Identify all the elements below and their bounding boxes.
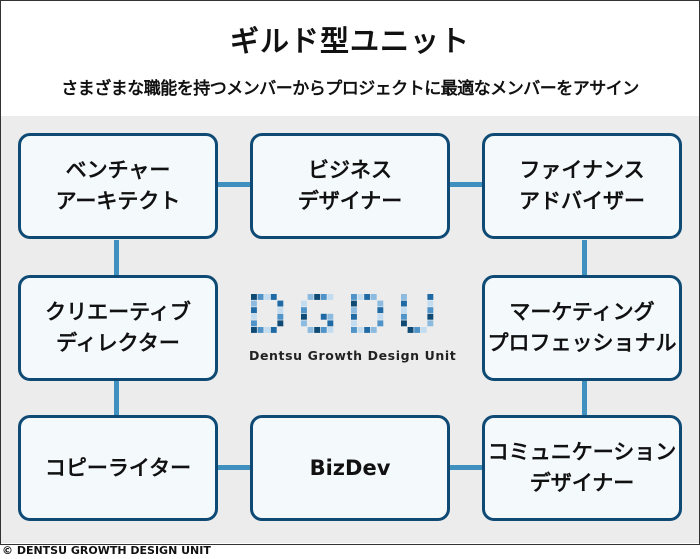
logo-tile: [327, 327, 334, 333]
logo-tile: [351, 320, 357, 327]
connector: [114, 240, 119, 276]
logo-tile: [301, 300, 307, 307]
logo-tile: [427, 307, 434, 314]
role-label: ベンチャーアーキテクト: [55, 158, 181, 213]
logo-tile: [320, 313, 327, 320]
logo-tile: [420, 327, 427, 333]
logo-tile: [270, 294, 277, 300]
role-box-venture-architect: ベンチャーアーキテクト: [18, 133, 218, 239]
diagram-title: ギルド型ユニット: [229, 24, 470, 58]
logo-tile: [370, 294, 377, 300]
role-box-business-designer: ビジネスデザイナー: [250, 133, 450, 239]
logo-tile: [357, 294, 364, 300]
logo-tile: [251, 294, 257, 300]
logo-tile: [427, 320, 434, 327]
logo-tile: [364, 294, 371, 300]
logo-tile: [257, 294, 264, 300]
logo-tile: [251, 320, 257, 327]
role-box-copywriter: コピーライター: [18, 415, 218, 521]
logo-tile: [251, 313, 257, 320]
logo-tile: [377, 313, 384, 320]
connector: [217, 465, 251, 470]
role-box-communication-designer: コミュニケーションデザイナー: [482, 415, 682, 521]
role-label: ファイナンスアドバイザー: [519, 158, 645, 213]
logo-tile: [401, 294, 407, 300]
logo-tile: [257, 327, 264, 333]
logo-tile: [351, 307, 357, 314]
logo-tile: [364, 327, 371, 333]
connector: [114, 380, 119, 416]
logo-tile: [351, 294, 357, 300]
logo-tile: [414, 327, 421, 333]
logo-tile: [401, 313, 407, 320]
logo-tile: [407, 327, 414, 333]
logo-tile: [301, 320, 307, 327]
logo-tile: [401, 307, 407, 314]
logo-tile: [277, 313, 284, 320]
logo-tile: [314, 294, 321, 300]
logo-tile: [427, 300, 434, 307]
logo-tile: [370, 327, 377, 333]
logo-tile: [264, 294, 271, 300]
logo-tile: [351, 327, 357, 333]
logo-tile: [377, 300, 384, 307]
logo-tile: [351, 313, 357, 320]
role-label: コミュニケーションデザイナー: [487, 440, 677, 495]
logo-tile: [377, 320, 384, 327]
role-box-marketing-professional: マーケティングプロフェッショナル: [482, 275, 682, 381]
role-box-creative-director: クリエーティブディレクター: [18, 275, 218, 381]
diagram-subtitle: さまざまな職能を持つメンバーからプロジェクトに最適なメンバーをアサイン: [61, 79, 639, 99]
logo-tile: [327, 320, 334, 327]
copyright-notice: © DENTSU GROWTH DESIGN UNIT: [2, 544, 211, 557]
logo-tile: [327, 313, 334, 320]
role-box-finance-advisor: ファイナンスアドバイザー: [482, 133, 682, 239]
logo-tile: [301, 307, 307, 314]
logo-tile: [401, 300, 407, 307]
connector: [217, 182, 251, 187]
connector: [449, 182, 483, 187]
logo-tile: [377, 307, 384, 314]
logo-tile: [320, 327, 327, 333]
logo-tile: [320, 294, 327, 300]
logo-tile: [270, 327, 277, 333]
logo-tile: [301, 313, 307, 320]
logo-tile: [357, 327, 364, 333]
logo-tile: [264, 327, 271, 333]
logo-tile: [307, 327, 314, 333]
dgdu-logo: [251, 294, 434, 333]
logo-tile: [277, 320, 284, 327]
logo-wordmark: Dentsu Growth Design Unit: [249, 348, 457, 363]
role-label: ビジネスデザイナー: [297, 158, 403, 213]
logo-tile: [401, 320, 407, 327]
logo-tile: [427, 294, 434, 300]
logo-tile: [251, 300, 257, 307]
logo-tile: [251, 307, 257, 314]
role-box-bizdev: BizDev: [250, 415, 450, 521]
role-label: BizDev: [309, 455, 391, 480]
connector: [449, 465, 483, 470]
logo-tile: [427, 313, 434, 320]
logo-tile: [277, 307, 284, 314]
logo-tile: [351, 300, 357, 307]
logo-tile: [251, 327, 257, 333]
logo-tile: [327, 294, 334, 300]
role-label: マーケティングプロフェッショナル: [487, 300, 677, 355]
role-label: コピーライター: [44, 455, 192, 480]
role-label: クリエーティブディレクター: [45, 300, 191, 355]
logo-tile: [307, 294, 314, 300]
logo-tile: [277, 300, 284, 307]
connector: [582, 240, 587, 276]
connector: [582, 380, 587, 416]
logo-tile: [314, 327, 321, 333]
